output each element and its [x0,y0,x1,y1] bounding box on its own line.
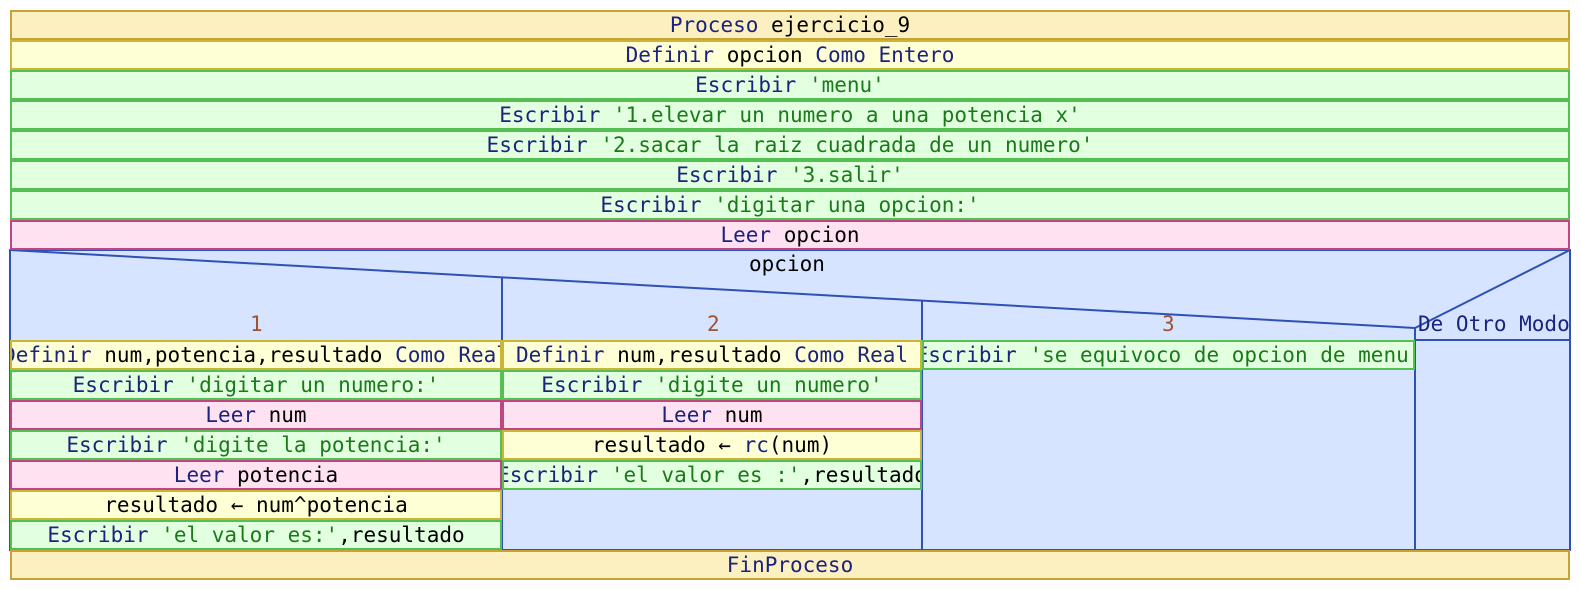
leer-opcion-block: Leer opcion [10,220,1570,250]
como-keyword: Como [815,43,866,67]
definir-keyword: Definir [625,43,715,67]
col2-escribir-block-2: Escribir 'el valor es :',resultado [502,460,922,490]
escribir-block-3: Escribir '2.sacar la raiz cuadrada de un… [10,130,1570,160]
asignacion-lhs: resultado ← [591,433,744,457]
definir-vars: num,potencia,resultado [104,343,383,367]
leer-var: num [268,403,307,427]
col1-escribir-block-1: Escribir 'digitar un numero:' [10,370,502,400]
escribir-block-2: Escribir '1.elevar un numero a una poten… [10,100,1570,130]
escribir-string: 'digite un numero' [655,373,883,397]
asignacion-args: (num) [768,433,833,457]
escribir-keyword: Escribir [66,433,168,457]
col1-leer-block-1: Leer num [10,400,502,430]
segun-variable: opcion [749,252,825,276]
leer-var: num [724,403,763,427]
asignacion-function: rc [743,433,769,457]
col1-escribir-block-3: Escribir 'el valor es:',resultado [10,520,502,550]
tipo-keyword: Entero [878,43,955,67]
escribir-keyword: Escribir [502,463,599,487]
escribir-string: 'digitar un numero:' [186,373,440,397]
escribir-keyword: Escribir [695,73,797,97]
escribir-block-5: Escribir 'digitar una opcion:' [10,190,1570,220]
col1-definir-block: Definir num,potencia,resultado Como Real [10,340,502,370]
escribir-keyword: Escribir [922,343,1017,367]
escribir-string: '3.salir' [790,163,904,187]
escribir-string: 'el valor es :' [610,463,801,487]
leer-keyword: Leer [173,463,225,487]
col1-asignacion-block: resultado ← num^potencia [10,490,502,520]
case-label-2: 2 [707,312,720,336]
escribir-keyword: Escribir [499,103,601,127]
escribir-string: 'se equivoco de opcion de menu' [1029,343,1415,367]
asignacion-text: resultado ← num^potencia [104,493,408,517]
finproceso-block: FinProceso [10,550,1570,580]
col2-leer-block: Leer num [502,400,922,430]
como-keyword: Como [794,343,845,367]
case-label-default: De Otro Modo [1418,312,1570,336]
escribir-var: ,resultado [800,463,922,487]
col2-asignacion-block: resultado ← rc(num) [502,430,922,460]
definir-opcion-block: Definir opcion Como Entero [10,40,1570,70]
leer-var: opcion [783,223,860,247]
leer-keyword: Leer [205,403,256,427]
proceso-keyword: Proceso [669,13,759,37]
tipo-keyword: Real [458,343,500,367]
escribir-keyword: Escribir [676,163,778,187]
escribir-var: ,resultado [338,523,465,547]
proceso-name: ejercicio_9 [771,13,911,37]
leer-keyword: Leer [720,223,772,247]
como-keyword: Como [395,343,446,367]
proceso-block: Proceso ejercicio_9 [10,10,1570,40]
case-label-3: 3 [1162,312,1175,336]
escribir-keyword: Escribir [72,373,174,397]
escribir-block-1: Escribir 'menu' [10,70,1570,100]
segun-diagonal-left [9,249,1416,329]
escribir-string: 'digite la potencia:' [180,433,446,457]
col1-leer-block-2: Leer potencia [10,460,502,490]
escribir-keyword: Escribir [600,193,702,217]
escribir-keyword: Escribir [47,523,149,547]
definir-keyword: Definir [515,343,605,367]
segun-diagonal-right [1414,249,1571,329]
escribir-string: 'digitar una opcion:' [714,193,980,217]
col2-escribir-block-1: Escribir 'digite un numero' [502,370,922,400]
escribir-keyword: Escribir [541,373,643,397]
col3-escribir-block: Escribir 'se equivoco de opcion de menu' [922,340,1415,370]
tipo-keyword: Real [857,343,908,367]
definir-keyword: Definir [10,343,92,367]
definir-vars: num,resultado [617,343,782,367]
leer-var: potencia [237,463,339,487]
escribir-string: '1.elevar un numero a una potencia x' [613,103,1081,127]
escribir-keyword: Escribir [486,133,588,157]
escribir-string: 'el valor es:' [161,523,339,547]
escribir-block-4: Escribir '3.salir' [10,160,1570,190]
escribir-string: '2.sacar la raiz cuadrada de un numero' [600,133,1094,157]
col2-definir-block: Definir num,resultado Como Real [502,340,922,370]
definir-var: opcion [726,43,803,67]
finproceso-keyword: FinProceso [726,553,854,577]
leer-keyword: Leer [661,403,712,427]
col1-escribir-block-2: Escribir 'digite la potencia:' [10,430,502,460]
escribir-string: 'menu' [808,73,885,97]
case-label-1: 1 [250,312,263,336]
